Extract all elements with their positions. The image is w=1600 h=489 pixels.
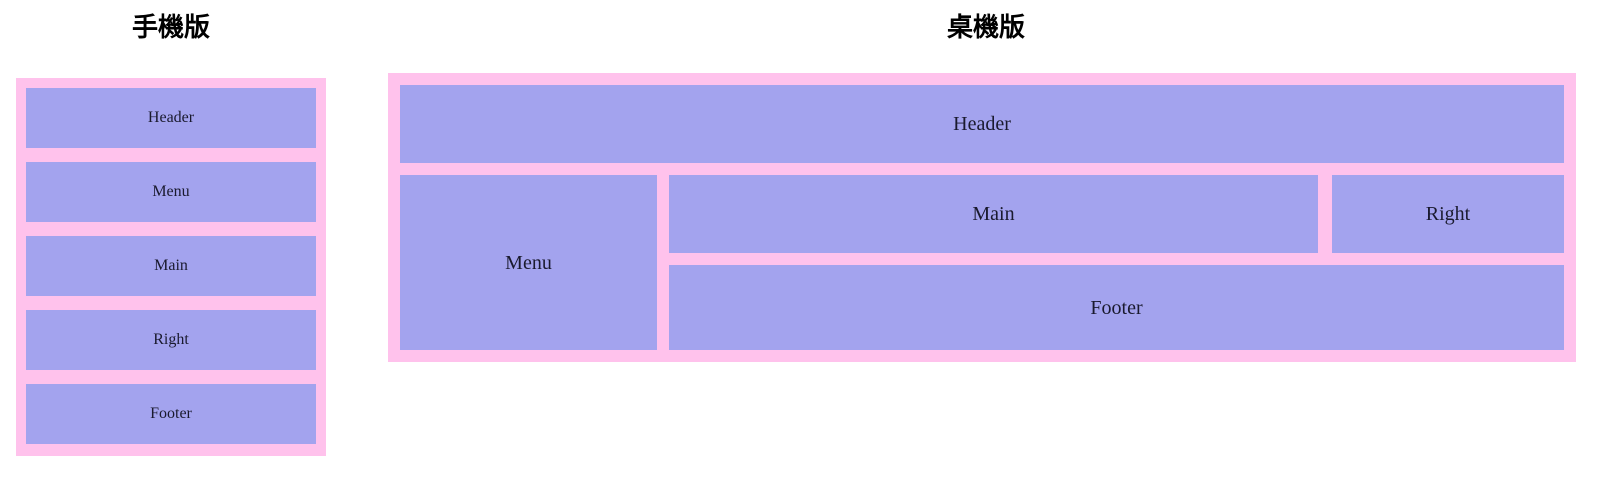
desktop-block-footer-label: Footer	[1090, 296, 1143, 319]
mobile-block-main-label: Main	[154, 257, 188, 274]
mobile-block-main: Main	[26, 236, 316, 296]
mobile-section-title: 手機版	[131, 12, 210, 42]
desktop-block-menu-label: Menu	[505, 251, 552, 274]
desktop-wireframe-container: Header Menu Main Right Footer	[388, 73, 1576, 362]
mobile-wireframe-container: Header Menu Main Right Footer	[16, 78, 326, 456]
mobile-block-header: Header	[26, 88, 316, 148]
desktop-block-main-label: Main	[972, 203, 1015, 225]
mobile-block-header-label: Header	[147, 109, 195, 126]
desktop-block-right-label: Right	[1425, 203, 1471, 225]
desktop-section-title: 桌機版	[946, 12, 1025, 42]
mobile-block-footer-label: Footer	[150, 405, 192, 422]
desktop-block-footer: Footer	[669, 265, 1564, 350]
mobile-block-right-label: Right	[153, 331, 189, 348]
mobile-block-menu: Menu	[26, 162, 316, 222]
desktop-block-main: Main	[669, 175, 1318, 253]
mobile-block-right: Right	[26, 310, 316, 370]
desktop-block-menu: Menu	[400, 175, 657, 350]
desktop-block-right: Right	[1332, 175, 1564, 253]
desktop-block-header: Header	[400, 85, 1564, 163]
desktop-block-header-label: Header	[953, 113, 1011, 135]
mobile-block-footer: Footer	[26, 384, 316, 444]
mobile-block-menu-label: Menu	[152, 183, 190, 200]
